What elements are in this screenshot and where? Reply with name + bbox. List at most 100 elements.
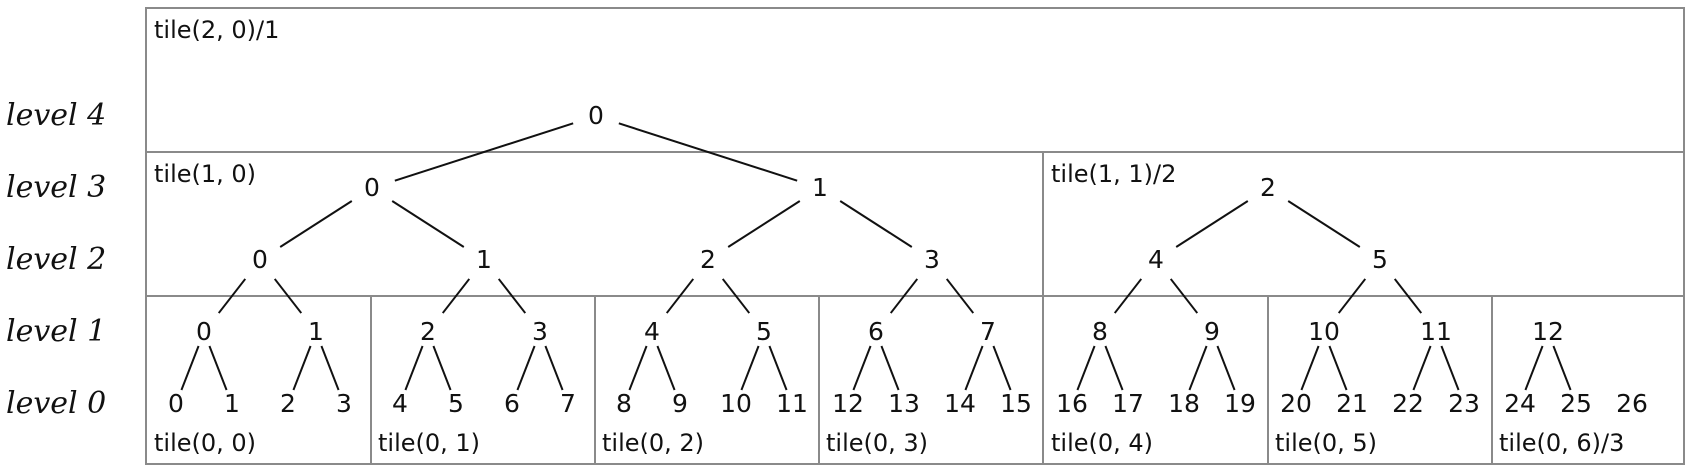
tree-node: 2 <box>420 317 436 346</box>
tree-node: 1 <box>224 389 240 418</box>
tile-label: tile(1, 1)/2 <box>1051 160 1176 188</box>
tree-edge <box>404 345 424 391</box>
tree-node: 24 <box>1504 389 1536 418</box>
tree-node: 0 <box>168 389 184 418</box>
level-label: level 2 <box>6 242 106 277</box>
tile-label: tile(0, 0) <box>154 429 256 457</box>
tree-edge <box>1412 345 1432 391</box>
tree-node: 3 <box>336 389 352 418</box>
tree-node: 4 <box>644 317 660 346</box>
tree-node: 5 <box>756 317 772 346</box>
tile-grid <box>145 7 1685 465</box>
tree-edge <box>394 122 574 182</box>
tree-node: 13 <box>888 389 920 418</box>
tree-edges <box>180 122 1572 391</box>
tree-node: 26 <box>1616 389 1648 418</box>
level-label: level 1 <box>6 314 106 349</box>
tree-node: 8 <box>616 389 632 418</box>
tree-edge <box>1113 278 1143 314</box>
tree-edge <box>721 278 751 314</box>
tree-edge <box>292 345 312 391</box>
tree-edge <box>391 200 465 248</box>
level-label: level 3 <box>6 170 106 205</box>
tree-edge <box>180 345 200 391</box>
tile-label: tile(0, 4) <box>1051 429 1153 457</box>
tree-edge <box>727 200 801 248</box>
tree-edge <box>1076 345 1096 391</box>
tree-node: 10 <box>720 389 752 418</box>
tree-edge <box>1287 200 1361 248</box>
tree-edge <box>740 345 760 391</box>
tree-node: 2 <box>1260 173 1276 202</box>
tree-edge <box>880 345 900 391</box>
tree-edge <box>544 345 564 391</box>
tree-node: 8 <box>1092 317 1108 346</box>
tree-edge <box>852 345 872 391</box>
tree-edge <box>1300 345 1320 391</box>
tile-labels: tile(2, 0)/1 tile(1, 0) tile(1, 1)/2 til… <box>154 16 1624 457</box>
tree-node: 3 <box>532 317 548 346</box>
tree-edge <box>1552 345 1572 391</box>
tree-node: 5 <box>1372 245 1388 274</box>
tree-edge <box>497 278 527 314</box>
tree-edge <box>217 278 247 314</box>
tree-edge <box>1393 278 1423 314</box>
tree-edge <box>1169 278 1199 314</box>
tree-edge <box>1188 345 1208 391</box>
tree-node: 6 <box>504 389 520 418</box>
level-label: level 0 <box>6 386 106 421</box>
tree-edge <box>665 278 695 314</box>
tree-node: 11 <box>776 389 808 418</box>
tree-edge <box>441 278 471 314</box>
tree-node: 4 <box>1148 245 1164 274</box>
tree-node: 20 <box>1280 389 1312 418</box>
tree-edge <box>1104 345 1124 391</box>
tree-edge <box>320 345 340 391</box>
tree-node: 18 <box>1168 389 1200 418</box>
tree-node: 0 <box>364 173 380 202</box>
tree-edge <box>1524 345 1544 391</box>
tree-edge <box>945 278 975 314</box>
tree-node: 1 <box>308 317 324 346</box>
tree-node: 2 <box>700 245 716 274</box>
tree-edge <box>279 200 353 248</box>
tree-edge <box>964 345 984 391</box>
tree-edge <box>1337 278 1367 314</box>
tree-edge <box>618 122 798 182</box>
tree-node: 1 <box>476 245 492 274</box>
tile-label: tile(0, 5) <box>1275 429 1377 457</box>
tree-edge <box>432 345 452 391</box>
tree-edge <box>628 345 648 391</box>
tree-node: 0 <box>588 101 604 130</box>
tree-edge <box>1328 345 1348 391</box>
tree-edge <box>656 345 676 391</box>
tree-node: 10 <box>1308 317 1340 346</box>
tree-node: 23 <box>1448 389 1480 418</box>
tree-node: 9 <box>1204 317 1220 346</box>
tree-node: 1 <box>812 173 828 202</box>
tile-label: tile(2, 0)/1 <box>154 16 279 44</box>
tree-edge <box>273 278 303 314</box>
tree-node: 6 <box>868 317 884 346</box>
tree-node: 7 <box>560 389 576 418</box>
tree-node: 22 <box>1392 389 1424 418</box>
tile-label: tile(0, 2) <box>602 429 704 457</box>
tree-node: 4 <box>392 389 408 418</box>
tree-node: 0 <box>196 317 212 346</box>
tree-node: 3 <box>924 245 940 274</box>
tree-node: 19 <box>1224 389 1256 418</box>
tile-label: tile(0, 6)/3 <box>1499 429 1624 457</box>
tree-node: 15 <box>1000 389 1032 418</box>
tile-label: tile(1, 0) <box>154 160 256 188</box>
tree-node: 17 <box>1112 389 1144 418</box>
tree-node: 2 <box>280 389 296 418</box>
tree-node: 12 <box>1532 317 1564 346</box>
tree-edge <box>208 345 228 391</box>
tree-edge <box>839 200 913 248</box>
tile-label: tile(0, 1) <box>378 429 480 457</box>
level-labels: level 4 level 3 level 2 level 1 level 0 <box>6 98 106 421</box>
tree-node: 14 <box>944 389 976 418</box>
tile-label: tile(0, 3) <box>826 429 928 457</box>
tree-node: 12 <box>832 389 864 418</box>
tree-edge <box>1440 345 1460 391</box>
